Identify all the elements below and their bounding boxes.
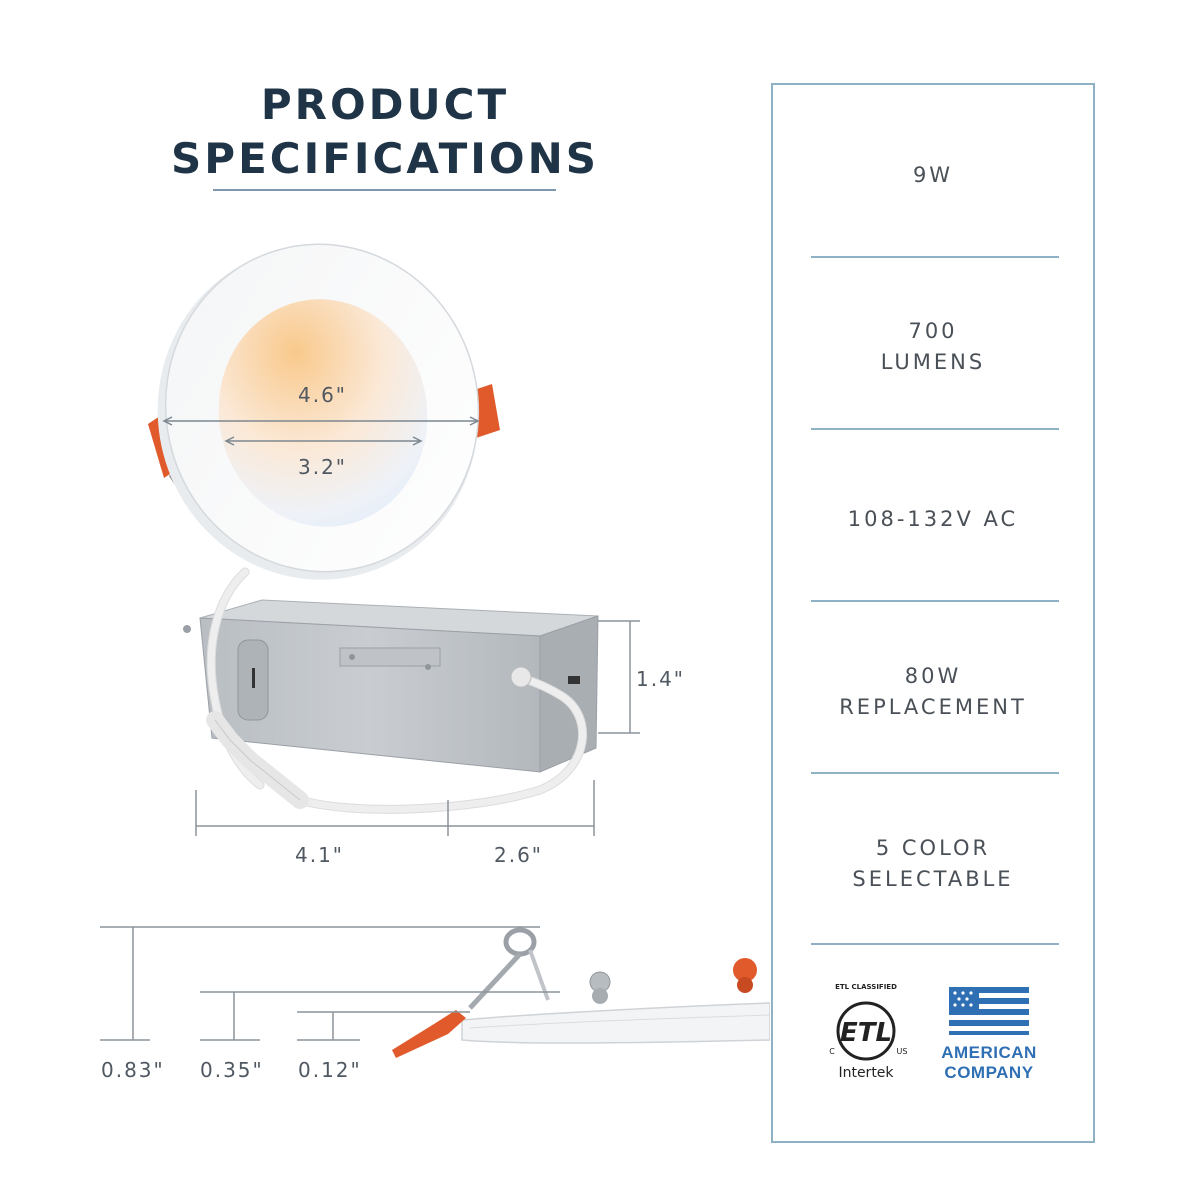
downlight-trim (157, 243, 480, 580)
spec-text: 700 (908, 319, 958, 343)
cables (206, 567, 587, 814)
spec-divider (811, 428, 1059, 430)
diameter-lines (162, 416, 480, 446)
specifications-panel: 9W 700 LUMENS 108-132V AC 80W REPLACEMEN… (771, 83, 1095, 1143)
dimension-box-width: 2.6" (494, 843, 544, 867)
intertek-label: Intertek (838, 1065, 894, 1081)
spec-divider (811, 600, 1059, 602)
american-flag-icon (949, 987, 1029, 1035)
spec-lumens: 700 LUMENS (773, 316, 1093, 378)
dimension-box-length: 4.1" (295, 843, 345, 867)
spec-text: REPLACEMENT (839, 695, 1027, 719)
spec-divider (811, 256, 1059, 258)
dimension-outer-diameter: 4.6" (298, 383, 348, 407)
spec-text: LUMENS (880, 350, 986, 374)
dimension-profile-flange: 0.12" (298, 1058, 362, 1082)
profile-dimension-lines (100, 926, 560, 1041)
dimension-inner-diameter: 3.2" (298, 455, 348, 479)
spec-text: SELECTABLE (852, 867, 1014, 891)
box-dimension-lines (195, 620, 640, 836)
page-title: PRODUCT SPECIFICATIONS (150, 78, 620, 186)
spec-wattage: 9W (773, 160, 1093, 191)
american-company-line-2: COMPANY (944, 1063, 1034, 1082)
etl-certification-badge: ETL CLASSIFIED ETL C US Intertek (816, 983, 916, 1093)
american-company-line-1: AMERICAN (941, 1043, 1037, 1062)
spec-voltage: 108-132V AC (773, 504, 1093, 535)
dimension-box-height: 1.4" (636, 667, 686, 691)
spec-text: 5 COLOR (875, 836, 991, 860)
spec-divider (811, 943, 1059, 945)
title-underline (213, 189, 556, 191)
spec-divider (811, 772, 1059, 774)
spec-text: 108-132V AC (847, 507, 1019, 531)
side-profile (392, 927, 770, 1058)
etl-mark-icon: ETL C US (829, 1001, 908, 1061)
title-line-1: PRODUCT (260, 80, 510, 129)
dimension-profile-total: 0.83" (101, 1058, 165, 1082)
product-illustration (100, 243, 770, 1058)
etl-mark-text: ETL (840, 1018, 892, 1048)
american-company-badge: AMERICAN COMPANY (933, 985, 1045, 1095)
dimension-profile-trim: 0.35" (200, 1058, 264, 1082)
title-line-2: SPECIFICATIONS (171, 134, 599, 183)
spec-text: 80W (904, 664, 962, 688)
etl-us-text: US (897, 1047, 908, 1056)
etl-c-text: C (829, 1047, 835, 1056)
etl-classified-label: ETL CLASSIFIED (835, 983, 897, 991)
spec-replacement: 80W REPLACEMENT (773, 661, 1093, 723)
spec-color-selectable: 5 COLOR SELECTABLE (773, 833, 1093, 895)
spec-text: 9W (912, 163, 954, 187)
